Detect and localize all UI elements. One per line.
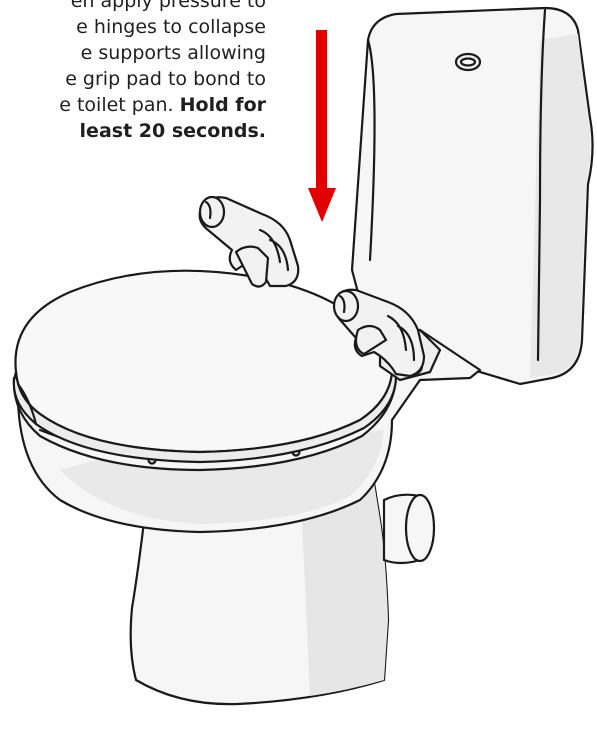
pressure-arrow-shaft [316,30,327,190]
pressure-arrow-head [308,188,336,222]
right-hand-wrist [334,291,358,321]
pressure-arrow [308,30,336,222]
flush-button-icon [456,54,480,70]
outlet-pipe [406,495,434,561]
left-hand-wrist [200,197,224,227]
